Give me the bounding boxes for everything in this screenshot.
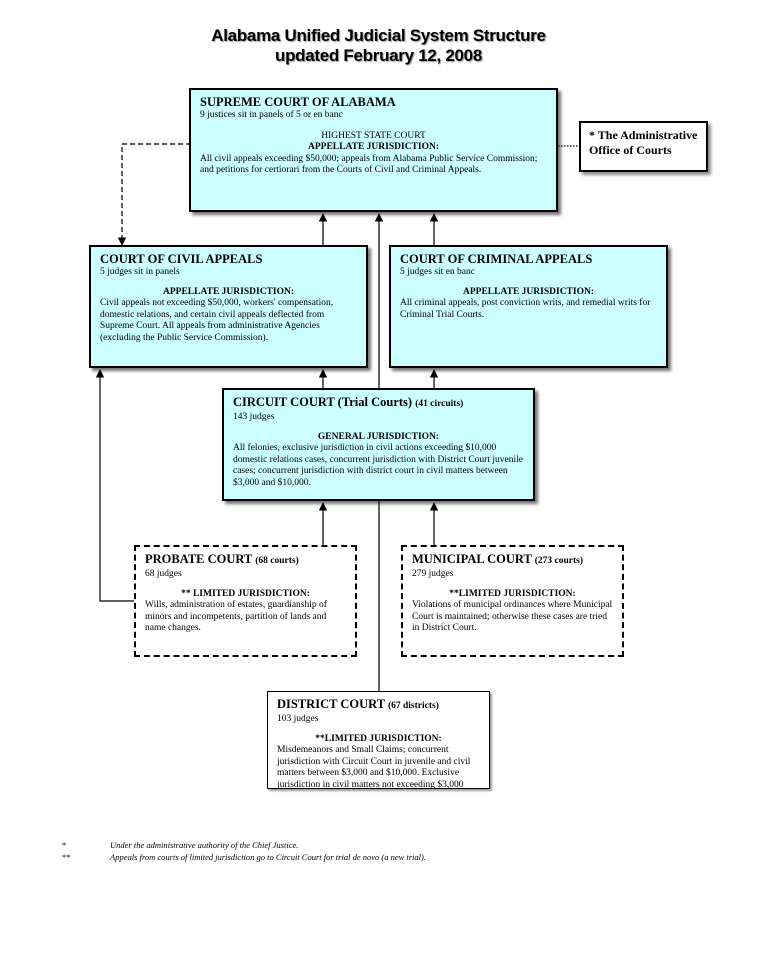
probate-court-label: ** LIMITED JURISDICTION: bbox=[181, 588, 310, 599]
civil-appeals-label: APPELLATE JURISDICTION: bbox=[163, 286, 294, 297]
supreme-court-label2: APPELLATE JURISDICTION: bbox=[308, 142, 439, 152]
civil-appeals-box: COURT OF CIVIL APPEALS 5 judges sit in p… bbox=[89, 245, 368, 368]
probate-court-box: PROBATE COURT (68 courts) 68 judges ** L… bbox=[134, 545, 357, 657]
footnote-text-2: Appeals from courts of limited jurisdict… bbox=[110, 852, 426, 862]
footnote-mark-2: ** bbox=[62, 852, 71, 862]
district-court-label: **LIMITED JURISDICTION: bbox=[315, 733, 442, 744]
criminal-appeals-judges: 5 judges sit en banc bbox=[400, 267, 475, 277]
page-title: Alabama Unified Judicial System Structur… bbox=[211, 26, 546, 45]
arrow-probate-to-civil bbox=[95, 369, 134, 602]
municipal-court-description: Violations of municipal ordinances where… bbox=[412, 600, 613, 633]
footnote-text-1: Under the administrative authority of th… bbox=[110, 840, 299, 850]
supreme-court-description: All civil appeals exceeding $50,000; app… bbox=[200, 153, 538, 176]
district-court-count: (67 districts) bbox=[387, 701, 439, 711]
circuit-court-count: (41 circuits) bbox=[415, 399, 464, 409]
admin-office-line1: * The Administrative bbox=[589, 128, 698, 142]
circuit-court-description: All felonies, exclusive jurisdiction in … bbox=[233, 443, 523, 488]
admin-office-box: * The Administrative Office of Courts bbox=[579, 121, 708, 172]
circuit-court-name: CIRCUIT COURT (Trial Courts) bbox=[233, 395, 413, 409]
criminal-appeals-label: APPELLATE JURISDICTION: bbox=[463, 286, 594, 297]
civil-appeals-judges: 5 judges sit in panels bbox=[100, 267, 180, 277]
supreme-court-box: SUPREME COURT OF ALABAMA 9 justices sit … bbox=[189, 88, 558, 212]
municipal-court-count: (273 courts) bbox=[534, 556, 583, 566]
district-court-description: Misdemeanors and Small Claims; concurren… bbox=[277, 745, 471, 789]
footnote-mark-1: * bbox=[62, 840, 67, 850]
probate-court-judges: 68 judges bbox=[145, 569, 182, 579]
district-court-name: DISTRICT COURT bbox=[277, 697, 385, 711]
criminal-appeals-name: COURT OF CRIMINAL APPEALS bbox=[400, 252, 593, 266]
civil-appeals-name: COURT OF CIVIL APPEALS bbox=[100, 252, 263, 266]
supreme-court-name: SUPREME COURT OF ALABAMA bbox=[200, 95, 396, 109]
probate-court-description: Wills, administration of estates, guardi… bbox=[145, 600, 327, 633]
probate-court-name: PROBATE COURT bbox=[145, 552, 253, 566]
probate-court-count: (68 courts) bbox=[255, 556, 299, 566]
criminal-appeals-description: All criminal appeals, post conviction wr… bbox=[400, 298, 651, 320]
page-subtitle: updated February 12, 2008 bbox=[275, 46, 482, 65]
district-court-box: DISTRICT COURT (67 districts) 103 judges… bbox=[267, 691, 490, 789]
supreme-court-judges: 9 justices sit in panels of 5 or en banc bbox=[200, 110, 343, 120]
district-court-judges: 103 judges bbox=[277, 714, 319, 724]
supreme-court-label1: HIGHEST STATE COURT bbox=[321, 130, 426, 141]
municipal-court-judges: 279 judges bbox=[412, 569, 454, 579]
civil-appeals-description: Civil appeals not exceeding $50,000, wor… bbox=[100, 298, 334, 343]
municipal-court-label: **LIMITED JURISDICTION: bbox=[449, 588, 576, 599]
circuit-court-label: GENERAL JURISDICTION: bbox=[317, 431, 440, 442]
municipal-court-box: MUNICIPAL COURT (273 courts) 279 judges … bbox=[401, 545, 624, 657]
municipal-court-name: MUNICIPAL COURT bbox=[412, 552, 532, 566]
circuit-court-box: CIRCUIT COURT (Trial Courts) (41 circuit… bbox=[222, 388, 535, 501]
criminal-appeals-box: COURT OF CRIMINAL APPEALS 5 judges sit e… bbox=[389, 245, 668, 368]
admin-office-line2: Office of Courts bbox=[589, 143, 672, 157]
arrow-supreme-to-civil-dashed bbox=[117, 143, 191, 246]
circuit-court-judges: 143 judges bbox=[233, 412, 275, 422]
